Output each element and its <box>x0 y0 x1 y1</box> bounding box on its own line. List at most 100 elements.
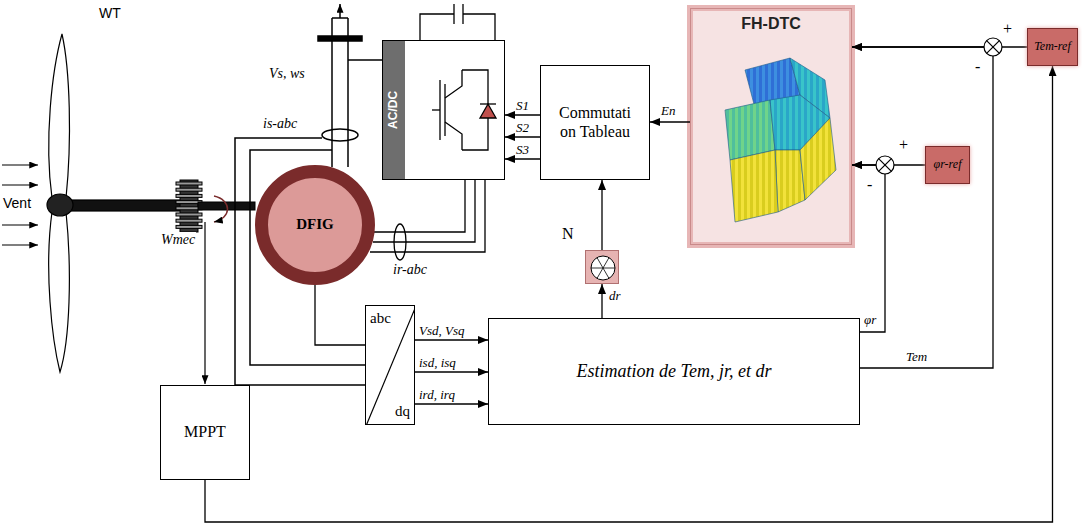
summing-junction <box>879 159 892 172</box>
signal-arrow <box>505 114 540 115</box>
fuzzy-cube-graphic <box>725 58 836 222</box>
node-label: MPPT <box>184 423 226 441</box>
signal-arrow <box>505 136 540 137</box>
wind-turbine <box>70 200 185 211</box>
converter-bar: AC/DC <box>383 41 405 179</box>
fuzzy-cube-graphic <box>800 118 836 200</box>
igbt-symbol <box>432 109 440 110</box>
node-label: Tem-ref <box>1034 40 1070 54</box>
igbt-symbol <box>432 70 496 150</box>
signal-arrow <box>650 121 690 122</box>
gearbox <box>176 219 202 222</box>
selector-symbol <box>591 268 603 269</box>
selector-symbol <box>586 251 618 283</box>
signal-label: dr <box>608 289 622 303</box>
signal-label: Vent <box>2 196 32 211</box>
transform-box: abc dq <box>365 305 415 425</box>
wind-turbine <box>49 212 70 372</box>
sign-label: - <box>866 176 873 194</box>
capacitor <box>463 14 495 40</box>
gearbox <box>176 182 202 185</box>
rotor-wires <box>370 180 485 252</box>
signal-label: Tem <box>905 350 928 364</box>
gearbox <box>176 194 202 197</box>
summing-junction <box>987 41 1000 54</box>
signal-label: WT <box>98 6 122 21</box>
capacitor <box>462 4 463 24</box>
signal-arrow <box>601 180 602 250</box>
fh-dtc-panel <box>690 8 852 245</box>
summing-junction <box>876 156 894 174</box>
wind-arrows <box>2 244 38 245</box>
signal-label: Vsd, Vsq <box>418 324 466 338</box>
wind-arrows <box>2 184 38 185</box>
signal-label: is-abc <box>262 116 298 131</box>
node-label: Commutati on Tableau <box>557 104 633 141</box>
fuzzy-cube-graphic <box>730 150 778 222</box>
sector-selector: N <box>585 250 619 284</box>
capacitor <box>420 4 495 40</box>
signal-label: Vs, ws <box>268 66 306 81</box>
controller-box: FH-DTC <box>690 8 852 245</box>
stator-lines <box>235 4 382 385</box>
stator-lines <box>322 129 358 141</box>
rotor-wires <box>394 224 406 260</box>
node-label: DFIG <box>296 216 334 233</box>
signal-label: S1 <box>515 99 530 113</box>
selector-symbol <box>603 258 609 268</box>
speed-line <box>204 222 205 384</box>
stator-lines <box>332 17 348 19</box>
igbt-symbol <box>445 122 462 150</box>
reference-box: Tem-ref <box>1027 28 1078 66</box>
sign-label: - <box>974 58 981 76</box>
switching-table-box: Commutati on Tableau <box>540 65 650 180</box>
fuzzy-cube-graphic <box>725 100 775 160</box>
diagonal-line <box>366 306 414 424</box>
signal-label: ird, irq <box>418 388 456 402</box>
signal-arrow <box>852 47 993 368</box>
node-label: N <box>562 225 574 243</box>
signal-arrow <box>852 165 885 332</box>
wind-arrows <box>2 164 38 165</box>
fh-dtc-panel <box>690 8 852 245</box>
summing-junction <box>984 38 1002 56</box>
signal-label: S3 <box>515 143 530 157</box>
signal-label: Wmec <box>160 232 196 247</box>
node-label: φr-ref <box>934 158 962 172</box>
capacitor <box>420 14 454 40</box>
signal-arrow <box>374 180 465 232</box>
gearbox <box>176 225 202 228</box>
fuzzy-cube-graphic <box>775 150 805 212</box>
igbt-symbol <box>444 84 445 136</box>
gearbox <box>176 180 255 232</box>
selector-symbol <box>591 256 615 280</box>
selector-symbol <box>603 268 609 278</box>
signal-label: En <box>660 104 676 118</box>
wind-turbine <box>49 34 70 198</box>
node-label: AC/DC <box>387 91 401 129</box>
capacitor <box>453 4 454 24</box>
signal-arrow <box>205 66 1053 522</box>
stator-lines <box>339 4 341 18</box>
igbt-symbol <box>480 103 496 104</box>
node-label: FH-DTC <box>738 15 804 33</box>
signal-label: ir-abc <box>392 262 428 277</box>
signal-arrow <box>601 284 602 318</box>
signal-label: isd, isq <box>418 356 457 370</box>
summing-junction <box>879 159 892 172</box>
signal-arrow <box>415 371 488 372</box>
reference-box: φr-ref <box>925 146 970 184</box>
wind-turbine <box>47 194 73 216</box>
gearbox <box>176 213 202 216</box>
wind-arrows <box>2 165 38 245</box>
estimator-box: Estimation de Tem, jr, et dr <box>488 318 860 425</box>
summing-junction <box>987 41 1000 54</box>
wind-arrows <box>2 224 38 225</box>
signal-label: φr <box>863 313 877 327</box>
node-label: abc <box>370 310 391 327</box>
wind-turbine <box>47 34 185 372</box>
selector-symbol <box>597 268 603 278</box>
node-label: dq <box>395 403 410 420</box>
signal-label: S2 <box>515 121 530 135</box>
node-label: Estimation de Tem, jr, et dr <box>577 361 772 382</box>
